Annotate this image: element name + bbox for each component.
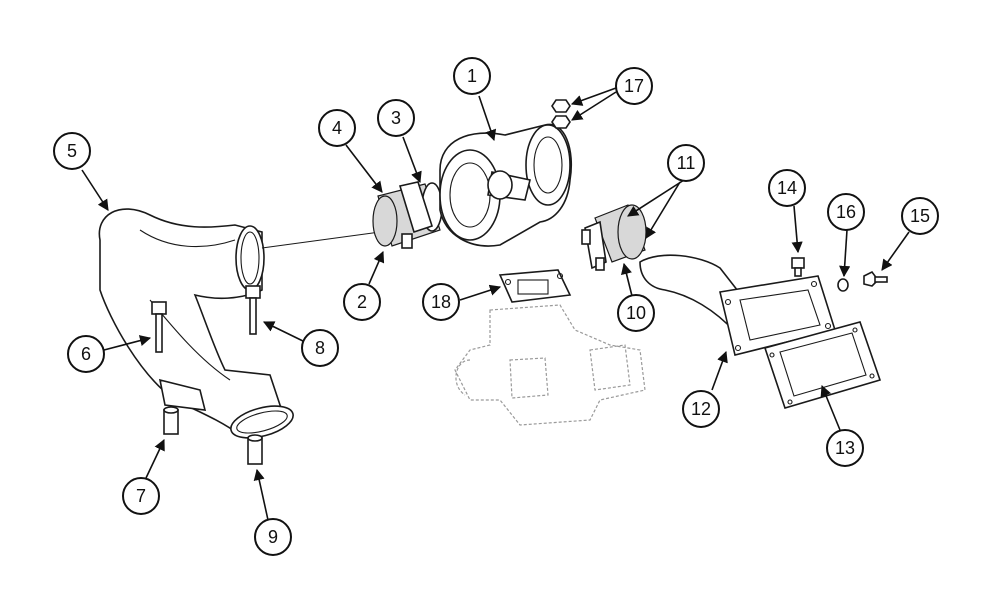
svg-text:1: 1	[467, 66, 477, 86]
callout-12: 12	[682, 390, 720, 428]
svg-text:16: 16	[836, 202, 856, 222]
washer-part-16	[837, 278, 849, 292]
callout-13: 13	[826, 429, 864, 467]
spacer-part-7	[163, 406, 179, 435]
bolt-part-8	[245, 285, 261, 335]
exhaust-elbow-part-12	[639, 254, 837, 356]
spacer-part-9	[247, 434, 263, 465]
svg-text:5: 5	[67, 141, 77, 161]
svg-text:6: 6	[81, 344, 91, 364]
leader-lines	[81, 87, 910, 521]
callout-18: 18	[422, 283, 460, 321]
svg-text:18: 18	[431, 292, 451, 312]
svg-text:13: 13	[835, 438, 855, 458]
bolt-part-15	[863, 270, 888, 287]
callout-9: 9	[254, 518, 292, 556]
callout-7: 7	[122, 477, 160, 515]
callout-1: 1	[453, 57, 491, 95]
callout-8: 8	[301, 329, 339, 367]
gasket-part-18	[498, 269, 572, 303]
turbocharger-part-1	[439, 123, 573, 247]
callout-17: 17	[615, 67, 653, 105]
svg-text:10: 10	[626, 303, 646, 323]
svg-text:8: 8	[315, 338, 325, 358]
svg-text:2: 2	[357, 292, 367, 312]
svg-text:7: 7	[136, 486, 146, 506]
svg-text:3: 3	[391, 108, 401, 128]
exhaust-manifold-outline	[454, 304, 646, 426]
stud-part-14	[791, 257, 805, 277]
bolt-part-6	[151, 301, 167, 353]
callout-3: 3	[377, 99, 415, 137]
outlet-sleeve-clamp-part-10-11	[581, 204, 647, 271]
callout-6: 6	[67, 335, 105, 373]
callout-11: 11	[667, 144, 705, 182]
svg-text:15: 15	[910, 206, 930, 226]
callout-4: 4	[318, 109, 356, 147]
inlet-pipe-part-5	[98, 208, 381, 439]
svg-text:9: 9	[268, 527, 278, 547]
svg-text:11: 11	[677, 153, 696, 173]
gasket-part-13	[763, 321, 882, 409]
svg-text:4: 4	[332, 118, 342, 138]
sleeve-clamp-part-3-4	[372, 181, 443, 249]
svg-text:12: 12	[691, 399, 711, 419]
callout-16: 16	[827, 193, 865, 231]
svg-text:14: 14	[777, 178, 797, 198]
callout-14: 14	[768, 169, 806, 207]
svg-text:17: 17	[624, 76, 644, 96]
callout-15: 15	[901, 197, 939, 235]
callout-10: 10	[617, 294, 655, 332]
nuts-part-17	[551, 99, 571, 129]
callout-2: 2	[343, 283, 381, 321]
callout-5: 5	[53, 132, 91, 170]
